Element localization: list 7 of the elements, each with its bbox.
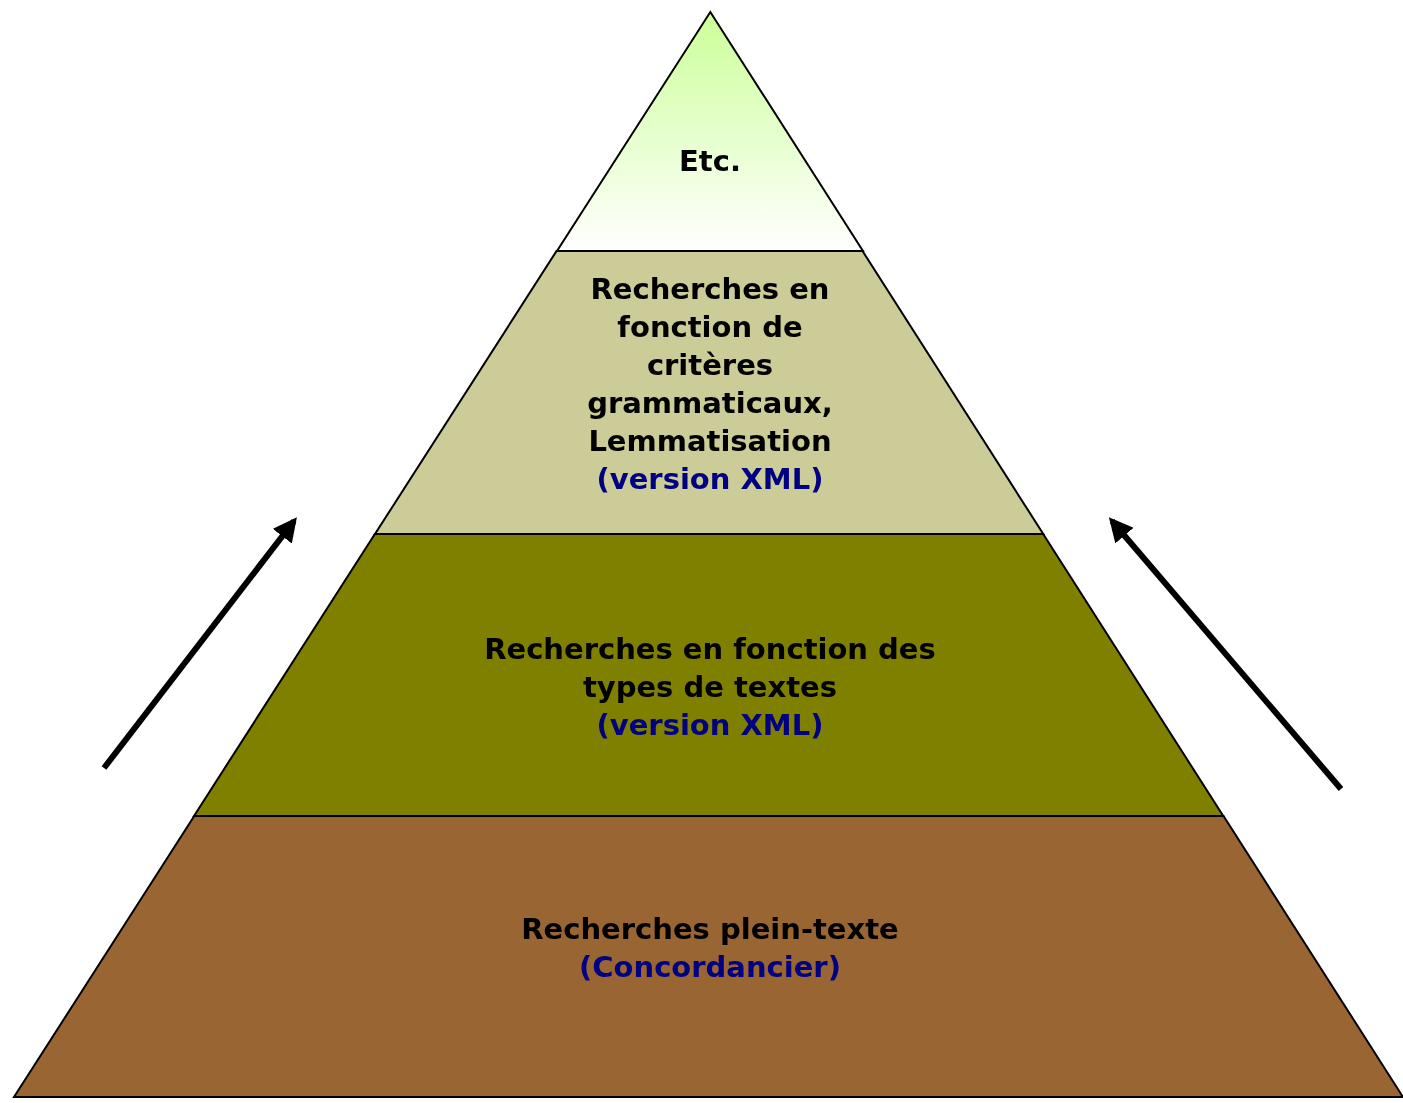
tier-note: (version XML) bbox=[595, 707, 825, 744]
tier-title: Etc. bbox=[678, 143, 742, 180]
tier-title: Recherches en fonction des types de textes bbox=[483, 631, 937, 706]
tier-title: Recherches en fonction de critères grammaticaux, Lemmatisation bbox=[586, 271, 834, 460]
tier-note: (Concordancier) bbox=[578, 949, 842, 986]
tier-note: (version XML) bbox=[595, 461, 825, 498]
tier-title: Recherches plein-texte bbox=[520, 911, 900, 948]
